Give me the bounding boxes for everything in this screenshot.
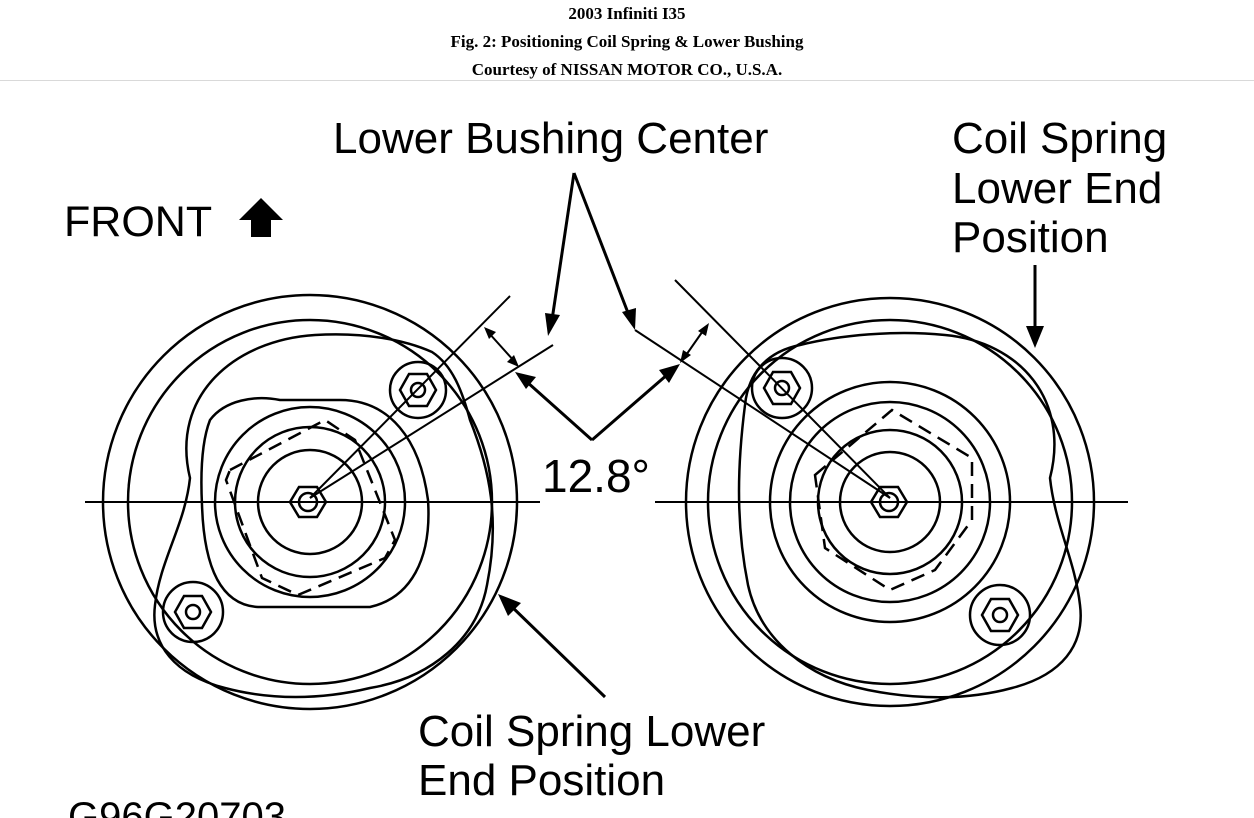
right-stud-top-washer [750, 356, 814, 420]
right-dashed-bushing [813, 408, 974, 592]
dim-left-arrowhead-a [484, 327, 496, 339]
figure-caption: Fig. 2: Positioning Coil Spring & Lower … [450, 32, 804, 51]
left-stud-bottom-bolt [184, 603, 202, 621]
left-stud-top-washer [388, 360, 448, 420]
left-stud-bottom-nut [173, 594, 213, 630]
angle-left-leg [526, 380, 593, 442]
left-dimension-line [487, 331, 516, 363]
coil-right-arrowhead [1026, 326, 1044, 348]
right-stud-bottom-washer [968, 583, 1032, 647]
figure-header: 2003 Infiniti I35 Fig. 2: Positioning Co… [0, 0, 1254, 81]
coil-spring-right-label-line1: Coil Spring [952, 114, 1167, 163]
left-spring-seat [200, 396, 430, 609]
angle-right-leg [591, 372, 669, 442]
left-stud-top-bolt [409, 381, 427, 399]
bushing-left-arrowhead [545, 313, 560, 336]
dim-left-arrowhead-b [507, 355, 519, 367]
angle-right-arrowhead [659, 364, 680, 383]
left-dashed-bushing [224, 418, 397, 597]
right-bushing-center-line [674, 279, 891, 499]
courtesy-line: Courtesy of NISSAN MOTOR CO., U.S.A. [471, 60, 783, 79]
bushing-right-leader [572, 172, 632, 319]
bushing-left-leader [550, 172, 576, 321]
coil-spring-bottom-label-line2: End Position [418, 756, 665, 805]
right-stud-bottom-nut [980, 597, 1020, 633]
left-strut-assembly [85, 293, 554, 711]
right-stud-top-bolt [773, 379, 791, 397]
angle-label: 12.8° [542, 450, 650, 502]
left-mount-plate [153, 333, 495, 699]
coil-bottom-arrowhead [498, 594, 521, 616]
left-bushing-center-line [309, 295, 511, 499]
right-stud-bottom-bolt [991, 606, 1009, 624]
left-spring-end-line [309, 344, 554, 499]
coil-bottom-leader [508, 603, 607, 699]
left-stud-top-nut [398, 372, 438, 408]
right-strut-assembly [634, 279, 1128, 708]
right-spring-end-line [634, 329, 891, 499]
front-arrow-icon [239, 198, 283, 237]
right-stud-top-nut [762, 370, 802, 406]
arrowheads [239, 198, 1044, 616]
coil-spring-bottom-label-line1: Coil Spring Lower [418, 707, 765, 756]
left-stud-bottom-washer [161, 580, 225, 644]
callout-arrows [487, 172, 1037, 699]
vehicle-title: 2003 Infiniti I35 [568, 4, 686, 23]
coil-spring-right-label-line2: Lower End [952, 164, 1162, 213]
lower-bushing-center-label: Lower Bushing Center [333, 114, 768, 163]
angle-left-arrowhead [515, 372, 536, 389]
front-label: FRONT [64, 198, 212, 246]
right-mount-plate [737, 331, 1082, 699]
bushing-right-arrowhead [622, 308, 636, 330]
figure-code: G96G20703 [68, 795, 286, 818]
dim-right-arrowhead-b [680, 350, 691, 363]
coil-spring-right-label-line3: Position [952, 213, 1109, 262]
dim-right-arrowhead-a [698, 323, 709, 336]
